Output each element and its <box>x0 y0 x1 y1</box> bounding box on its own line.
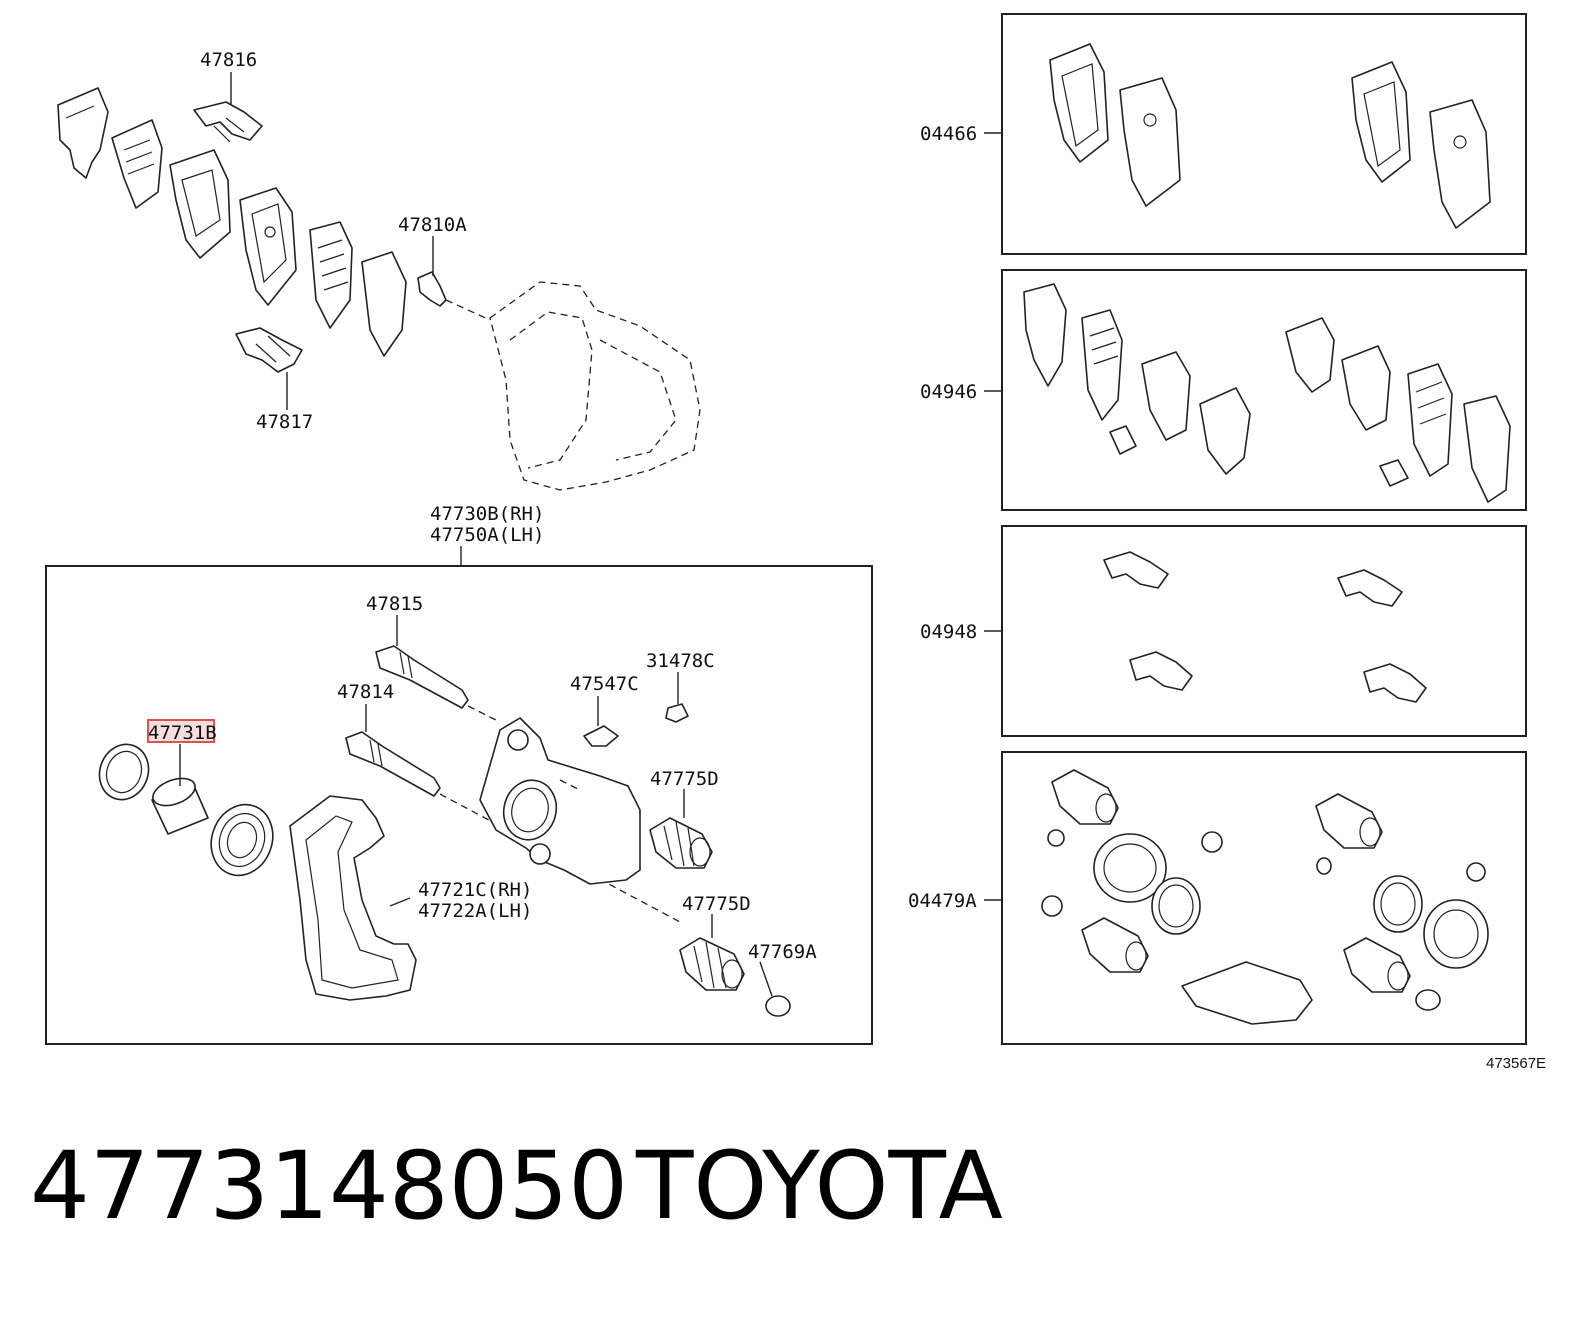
kit-box-04466 <box>1001 13 1527 255</box>
label-47816: 47816 <box>200 49 257 71</box>
upper-leaders <box>230 72 462 566</box>
upper-pad-group <box>57 87 701 491</box>
label-47810a: 47810A <box>398 214 467 236</box>
label-47769a: 47769A <box>748 941 817 963</box>
label-47817: 47817 <box>256 411 313 433</box>
label-47814: 47814 <box>337 681 394 703</box>
label-04948: 04948 <box>920 621 977 643</box>
kit-box-04948 <box>1001 525 1527 737</box>
label-47775d-lower: 47775D <box>682 893 751 915</box>
label-47775d-upper: 47775D <box>650 768 719 790</box>
kit-04479a-parts <box>1041 769 1489 1025</box>
label-04479a: 04479A <box>908 890 977 912</box>
label-47730b: 47730B(RH) <box>430 503 544 525</box>
brand-name: TOYOTA <box>636 1132 1003 1241</box>
highlight-47731b <box>147 719 215 743</box>
label-31478c: 31478C <box>646 650 715 672</box>
label-47815: 47815 <box>366 593 423 615</box>
kit-04948-parts <box>1103 551 1427 703</box>
label-04946: 04946 <box>920 381 977 403</box>
kit-04946-parts <box>1023 283 1511 503</box>
label-47750a: 47750A(LH) <box>430 524 544 546</box>
label-47721c: 47721C(RH) <box>418 879 532 901</box>
label-47731b[interactable]: 47731B <box>148 722 217 744</box>
caliper-assembly-box <box>45 565 873 1045</box>
label-04466: 04466 <box>920 123 977 145</box>
label-47722a: 47722A(LH) <box>418 900 532 922</box>
caliper-parts <box>98 615 791 1017</box>
part-number: 4773148050 <box>30 1132 629 1241</box>
kit-04466-parts <box>1049 43 1491 229</box>
kit-box-04946 <box>1001 269 1527 511</box>
diagram-reference: 473567E <box>1486 1055 1546 1072</box>
label-47547c: 47547C <box>570 673 639 695</box>
kit-box-04479a <box>1001 751 1527 1045</box>
